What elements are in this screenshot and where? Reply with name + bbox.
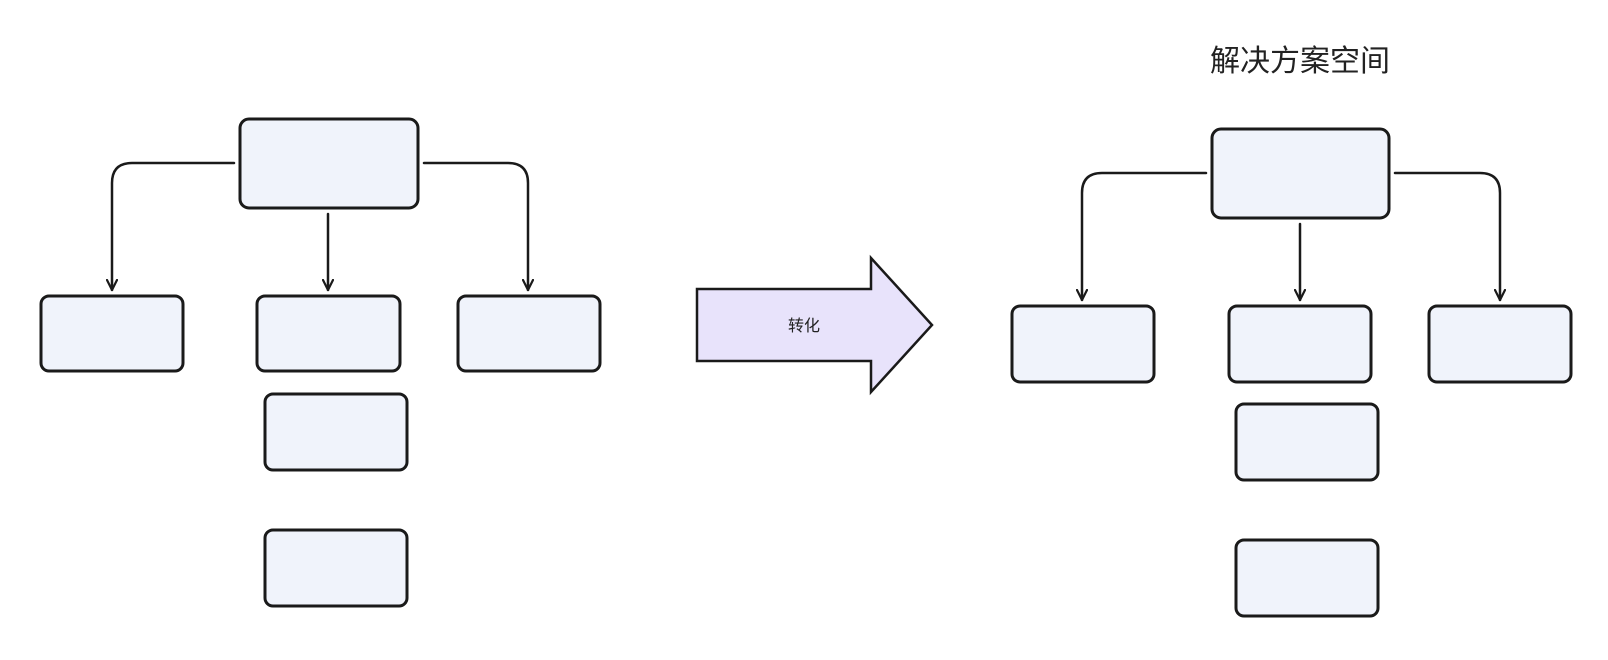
right-tree: 解决方案空间: [1010, 44, 1573, 618]
right-child-node-1[interactable]: [1010, 304, 1156, 384]
left-child-node-3[interactable]: [456, 294, 602, 373]
transform-label: 转化: [788, 316, 820, 335]
right-child-node-2[interactable]: [1227, 304, 1373, 384]
right-edge-to-child-1: [1082, 171, 1208, 302]
right-root-node[interactable]: [1210, 127, 1391, 220]
right-edge-to-child-3: [1393, 171, 1500, 302]
transform-arrow: 转化: [695, 254, 934, 396]
transform-arrow-shape: [695, 254, 934, 396]
right-tree-title: 解决方案空间: [1210, 44, 1390, 79]
left-child-node-2[interactable]: [255, 294, 402, 373]
right-stack-node-1[interactable]: [1234, 402, 1380, 482]
left-child-node-1[interactable]: [39, 294, 185, 373]
left-tree: [39, 117, 602, 608]
left-root-node[interactable]: [238, 117, 420, 210]
left-edge-to-child-1: [112, 161, 236, 292]
right-child-node-3[interactable]: [1427, 304, 1573, 384]
left-edge-to-child-3: [422, 161, 528, 292]
left-stack-node-1[interactable]: [263, 392, 409, 472]
left-stack-node-2[interactable]: [263, 528, 409, 608]
right-stack-node-2[interactable]: [1234, 538, 1380, 618]
